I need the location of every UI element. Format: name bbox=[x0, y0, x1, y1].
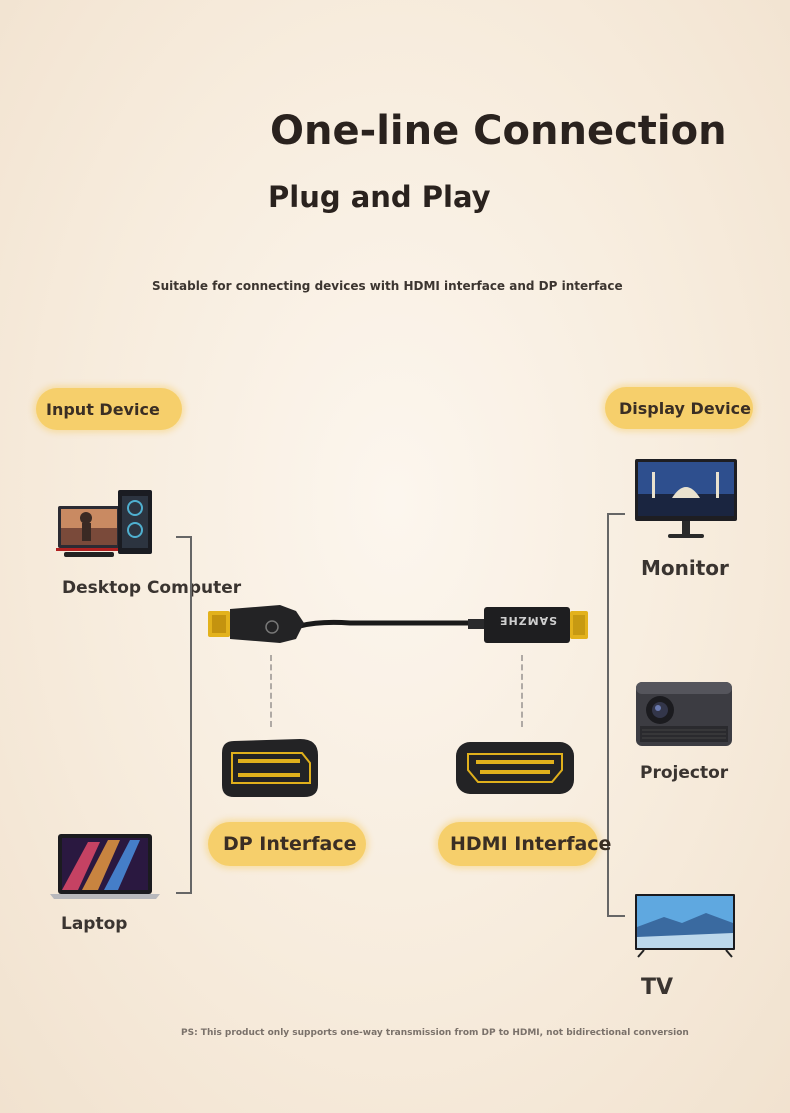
dp-interface-pill: DP Interface bbox=[208, 822, 366, 866]
display-bracket bbox=[607, 513, 625, 917]
monitor-label: Monitor bbox=[641, 556, 729, 580]
display-device-label: Display Device bbox=[619, 398, 751, 418]
dp-interface-label: DP Interface bbox=[223, 833, 357, 855]
page-subtitle: Plug and Play bbox=[268, 180, 491, 214]
laptop-icon bbox=[50, 834, 160, 899]
hdmi-interface-pill: HDMI Interface bbox=[438, 822, 611, 866]
cable-brand-text: SAMZHE bbox=[498, 614, 558, 627]
monitor-icon bbox=[635, 459, 737, 538]
hdmi-dotted-line bbox=[521, 655, 523, 727]
laptop-label: Laptop bbox=[61, 914, 128, 934]
footnote: PS: This product only supports one-way t… bbox=[181, 1028, 689, 1038]
hdmi-interface-label: HDMI Interface bbox=[450, 833, 612, 855]
dp-dotted-line bbox=[270, 655, 272, 727]
desktop-computer-icon bbox=[56, 490, 152, 557]
input-device-label: Input Device bbox=[46, 399, 160, 419]
dp-port-icon bbox=[222, 739, 318, 797]
input-bracket bbox=[176, 536, 192, 894]
display-device-pill: Display Device bbox=[605, 387, 753, 429]
description: Suitable for connecting devices with HDM… bbox=[152, 279, 623, 293]
tv-icon bbox=[635, 894, 735, 958]
tv-label: TV bbox=[641, 975, 674, 1000]
projector-label: Projector bbox=[640, 763, 729, 783]
desktop-computer-label: Desktop Computer bbox=[62, 578, 242, 598]
dp-to-hdmi-cable bbox=[208, 605, 588, 643]
page-title: One-line Connection bbox=[270, 108, 727, 154]
input-device-pill: Input Device bbox=[36, 388, 182, 430]
projector-icon bbox=[636, 682, 732, 746]
hdmi-port-icon bbox=[456, 742, 574, 794]
